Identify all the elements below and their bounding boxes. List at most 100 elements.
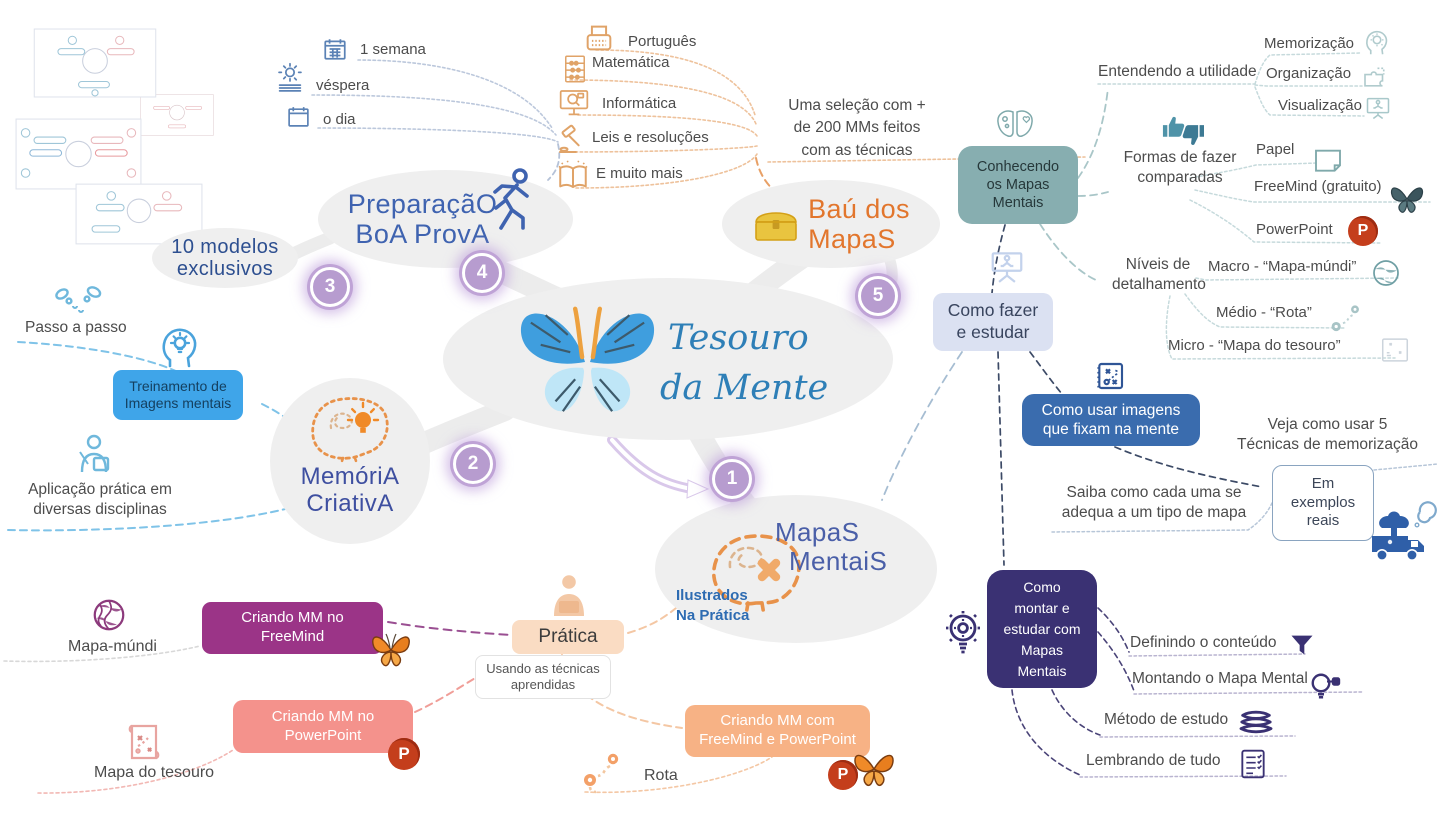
mindmap-thumbnail bbox=[33, 28, 157, 98]
node-pratica[interactable]: Prática bbox=[512, 620, 624, 654]
node-criando-mm-ambos[interactable]: Criando MM com FreeMind e PowerPoint bbox=[685, 705, 870, 757]
checklist-icon bbox=[1238, 748, 1268, 780]
node-usando-tecnicas[interactable]: Usando as técnicas aprendidas bbox=[475, 655, 611, 699]
map-grid-icon bbox=[1380, 336, 1410, 364]
paper-icon bbox=[1312, 146, 1344, 174]
runner-icon bbox=[483, 166, 535, 242]
utilidade-label[interactable]: Visualização bbox=[1278, 97, 1362, 114]
usando-line2: aprendidas bbox=[510, 677, 576, 692]
treinamento-line2: Imagens mentais bbox=[124, 395, 232, 411]
entendendo-utilidade-label[interactable]: Entendendo a utilidade bbox=[1098, 63, 1257, 80]
conhecendo-line3: Mentais bbox=[992, 195, 1044, 212]
globe-icon bbox=[1370, 257, 1402, 289]
person-laptop-icon bbox=[548, 574, 590, 618]
puzzle-icon bbox=[1360, 62, 1390, 92]
badge-3: 3 bbox=[310, 267, 350, 307]
node-como-fazer-estudar[interactable]: Como fazer e estudar bbox=[933, 293, 1053, 351]
imagens-line1: Como usar imagens bbox=[1041, 401, 1181, 419]
preparacao-item-label[interactable]: 1 semana bbox=[360, 41, 426, 58]
node-memoria-criativa[interactable]: MemóriA CriativA bbox=[270, 378, 430, 544]
mapa-tesouro-label[interactable]: Mapa do tesouro bbox=[94, 764, 215, 781]
node-em-exemplos-reais[interactable]: Em exemplos reais bbox=[1272, 465, 1374, 541]
books-stack-icon bbox=[1236, 702, 1276, 742]
montar-item-label[interactable]: Montando o Mapa Mental bbox=[1132, 670, 1308, 687]
mindmap-thumbnail bbox=[15, 118, 142, 190]
thumbs-up-down-icon bbox=[1160, 110, 1204, 146]
formas-item-label[interactable]: FreeMind (gratuito) bbox=[1254, 178, 1382, 195]
modelos-title-line2: exclusivos bbox=[176, 258, 274, 280]
preparacao-item-label[interactable]: o dia bbox=[323, 111, 356, 128]
strategy-icon bbox=[1094, 360, 1126, 392]
funnel-icon bbox=[1288, 631, 1316, 659]
bau-subject-label[interactable]: E muito mais bbox=[596, 165, 683, 182]
node-preparacao-boa-prova[interactable]: PreparaçãO BoA ProvA bbox=[318, 170, 573, 268]
node-conhecendo-mapas[interactable]: Conhecendo os Mapas Mentais bbox=[958, 146, 1078, 224]
node-bau-dos-mapas[interactable]: Baú dos MapaS bbox=[722, 180, 940, 268]
powerpoint-logo: P bbox=[828, 760, 858, 790]
node-criando-mm-powerpoint[interactable]: Criando MM no PowerPoint bbox=[233, 700, 413, 753]
bau-subject-label[interactable]: Matemática bbox=[592, 54, 670, 71]
montar-item-label[interactable]: Lembrando de tudo bbox=[1086, 752, 1221, 769]
calendar-day-icon bbox=[286, 104, 311, 129]
mapa-mundi-label[interactable]: Mapa-múndi bbox=[68, 638, 157, 655]
exemplos-line1: Em bbox=[1311, 474, 1335, 492]
nivel-label[interactable]: Médio - “Rota” bbox=[1216, 304, 1312, 321]
utilidade-label[interactable]: Memorização bbox=[1264, 35, 1355, 52]
node-como-montar-estudar[interactable]: Como montar e estudar com Mapas Mentais bbox=[987, 570, 1097, 688]
bau-subject-label[interactable]: Leis e resoluções bbox=[592, 129, 709, 146]
montar-line3: estudar com bbox=[1003, 620, 1081, 637]
nivel-label[interactable]: Micro - “Mapa do tesouro” bbox=[1168, 337, 1341, 354]
sunrise-icon bbox=[276, 62, 304, 92]
central-title-line1: Tesouro bbox=[668, 318, 809, 358]
freemind-line1: Criando MM no bbox=[241, 609, 344, 627]
rota-label[interactable]: Rota bbox=[644, 767, 678, 784]
como-fazer-line2: e estudar bbox=[956, 322, 1030, 342]
central-title-line2: da Mente bbox=[660, 368, 829, 408]
route-icon bbox=[1328, 302, 1364, 338]
montar-line4: Mapas bbox=[1020, 641, 1064, 658]
conhecendo-line1: Conhecendo bbox=[976, 158, 1060, 175]
easel-mindmap-icon bbox=[988, 248, 1026, 284]
formas-item-label[interactable]: PowerPoint bbox=[1256, 221, 1333, 238]
head-gear-icon bbox=[1362, 28, 1392, 58]
pratica-label: Prática bbox=[538, 626, 598, 648]
person-writing-icon bbox=[70, 432, 118, 476]
calendar-week-icon bbox=[322, 36, 348, 62]
node-como-usar-imagens[interactable]: Como usar imagens que fixam na mente bbox=[1022, 394, 1200, 446]
presentation-icon bbox=[1364, 94, 1392, 122]
bau-subject-label[interactable]: Informática bbox=[602, 95, 677, 112]
bau-subject-label[interactable]: Português bbox=[628, 33, 697, 50]
mapas-title-line2: MentaiS bbox=[789, 546, 888, 577]
dotted-brain-idea-icon bbox=[303, 392, 397, 464]
modelos-title-line1: 10 modelos bbox=[171, 235, 279, 258]
preparacao-title-line2: BoA ProvA bbox=[355, 219, 490, 249]
node-mapas-mentais[interactable] bbox=[655, 495, 937, 643]
node-treinamento-imagens[interactable]: Treinamento de Imagens mentais bbox=[113, 370, 243, 420]
preparacao-item-label[interactable]: véspera bbox=[316, 77, 370, 94]
montar-line5: Mentais bbox=[1017, 662, 1067, 679]
exemplos-line3: reais bbox=[1306, 512, 1340, 530]
preparacao-title-line1: PreparaçãO bbox=[347, 188, 498, 219]
central-node-tesouro-da-mente[interactable] bbox=[443, 278, 893, 440]
nivel-label[interactable]: Macro - “Mapa-múndi” bbox=[1208, 258, 1357, 275]
bulb-gear-icon bbox=[941, 608, 985, 656]
node-10-modelos-exclusivos[interactable]: 10 modelos exclusivos bbox=[152, 228, 298, 288]
memoria-title-line2: CriativA bbox=[306, 490, 394, 517]
montar-item-label[interactable]: Método de estudo bbox=[1104, 711, 1229, 728]
formas-item-label[interactable]: Papel bbox=[1256, 141, 1295, 158]
brain-halves-icon bbox=[993, 108, 1037, 142]
montar-item-label[interactable]: Definindo o conteúdo bbox=[1130, 634, 1277, 651]
memoria-passo-label[interactable]: Passo a passo bbox=[25, 319, 127, 336]
node-criando-mm-freemind[interactable]: Criando MM no FreeMind bbox=[202, 602, 383, 654]
powerpoint-logo: P bbox=[388, 738, 420, 770]
utilidade-label[interactable]: Organização bbox=[1266, 65, 1352, 82]
bulb-tag-icon bbox=[1306, 668, 1342, 704]
badge-2: 2 bbox=[453, 444, 493, 484]
head-idea-icon bbox=[158, 324, 204, 372]
